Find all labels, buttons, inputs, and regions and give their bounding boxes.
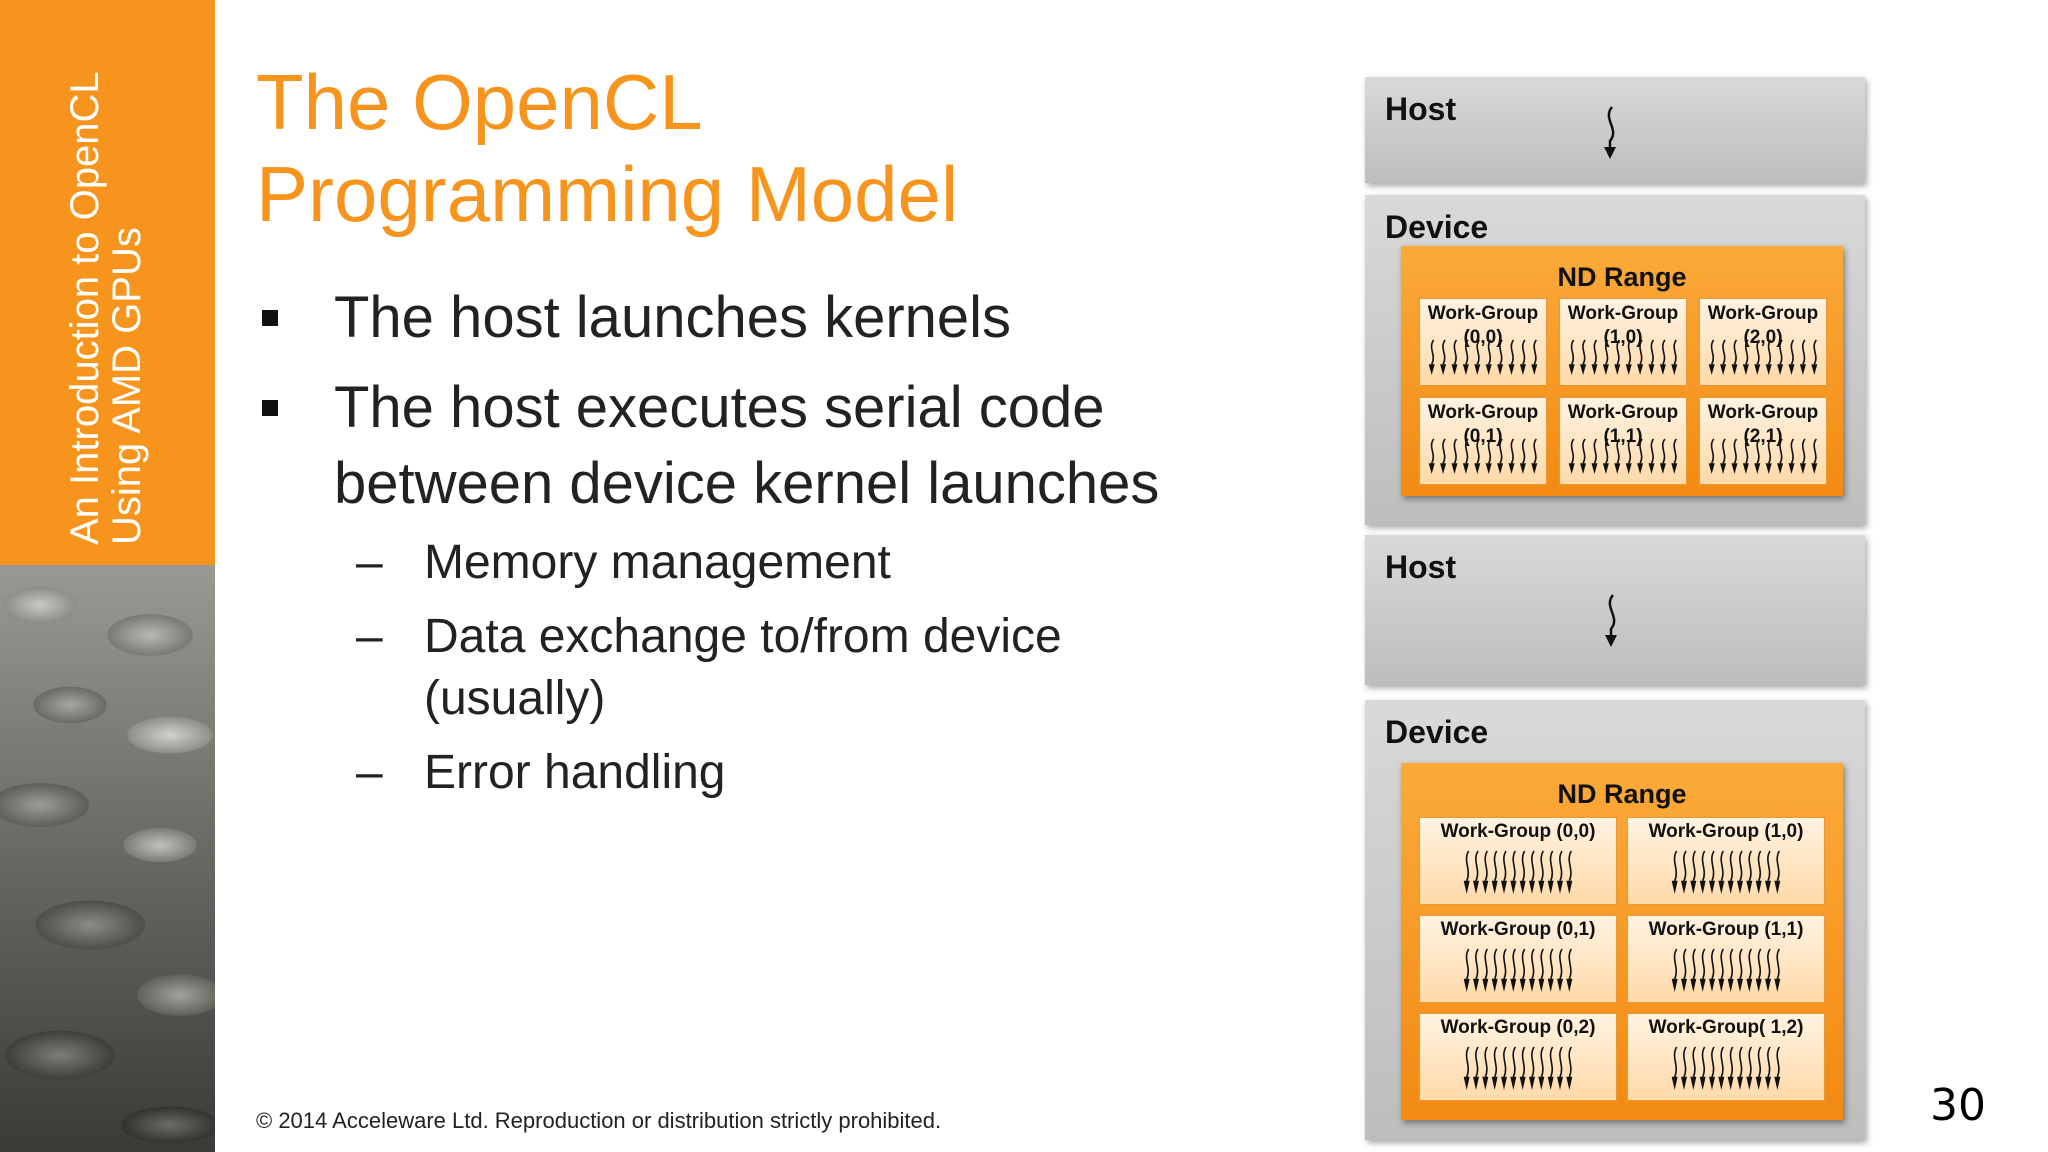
work-group-label: Work-Group (0,1) xyxy=(1440,919,1596,940)
device-label: Device xyxy=(1385,209,1489,245)
work-group-label: Work-Group (0,2) xyxy=(1440,1017,1596,1038)
host-label: Host xyxy=(1385,91,1457,127)
device-label: Device xyxy=(1385,714,1489,750)
work-group-label: Work-Group (0,0) xyxy=(1440,821,1596,842)
nd-range-label: ND Range xyxy=(1557,262,1687,292)
sidebar-title-line-2: Using AMD GPUs xyxy=(105,227,149,545)
host-panel-bottom: Host xyxy=(1365,535,1865,685)
serial-thread-arrow-icon xyxy=(1605,594,1617,647)
host-label: Host xyxy=(1385,549,1457,585)
sidebar: An Introduction to OpenCL Using AMD GPUs xyxy=(0,0,215,1152)
nd-range-bottom: ND Range Work-Group (0,0) Work-Group (1,0… xyxy=(1401,763,1843,1120)
bullet-square-icon xyxy=(262,310,278,326)
serial-thread-arrow-icon xyxy=(1604,106,1616,159)
dash-icon: – xyxy=(356,536,383,589)
work-group-label: Work-Group (1,0) xyxy=(1648,821,1804,842)
nd-range-top: ND Range Work-Group (0,0) Work-Group (1,0… xyxy=(1401,246,1843,496)
work-group-label: Work-Group (1,1) xyxy=(1567,402,1679,447)
threads-icon xyxy=(1428,339,1538,375)
sub-bullet-item: – Error handling xyxy=(356,742,1236,804)
sub-bullet-item: – Data exchange to/from device (usually) xyxy=(356,606,1236,730)
sidebar-photo-basalt-columns xyxy=(0,565,215,1152)
work-group-tile: Work-Group (0,1) xyxy=(1419,397,1547,485)
threads-icon xyxy=(1568,438,1678,474)
sub-bullet-list: – Memory management – Data exchange to/f… xyxy=(356,532,1236,804)
sub-bullet-text: Error handling xyxy=(424,746,726,799)
sidebar-course-title: An Introduction to OpenCL Using AMD GPUs xyxy=(0,0,215,565)
threads-icon xyxy=(1463,948,1573,992)
threads-icon xyxy=(1671,1046,1781,1090)
work-group-label: Work-Group( 1,2) xyxy=(1648,1017,1804,1038)
slide-title-line-2: Programming Model xyxy=(256,150,959,238)
threads-icon xyxy=(1428,438,1538,474)
threads-icon xyxy=(1708,339,1818,375)
dash-icon: – xyxy=(356,610,383,663)
work-group-tile: Work-Group (1,0) xyxy=(1559,298,1687,386)
work-group-tile: Work-Group (1,1) xyxy=(1559,397,1687,485)
threads-icon xyxy=(1708,438,1818,474)
bullet-square-icon xyxy=(262,400,278,416)
host-panel-top: Host xyxy=(1365,77,1865,183)
device-panel-top: Device ND Range Work-Group (0,0) Work-Gro… xyxy=(1365,195,1865,525)
sidebar-title-line-1: An Introduction to OpenCL xyxy=(63,71,107,545)
threads-icon xyxy=(1671,948,1781,992)
work-group-tile: Work-Group (2,1) xyxy=(1699,397,1827,485)
work-group-label: Work-Group (0,1) xyxy=(1427,402,1539,447)
work-group-label: Work-Group (2,1) xyxy=(1707,402,1819,447)
work-group-label: Work-Group (1,0) xyxy=(1567,303,1679,348)
work-group-label: Work-Group (0,0) xyxy=(1427,303,1539,348)
nd-range-label: ND Range xyxy=(1557,779,1687,809)
threads-icon xyxy=(1463,1046,1573,1090)
sub-bullet-text: Data exchange to/from device (usually) xyxy=(424,610,1062,725)
bullet-text: The host executes serial code between de… xyxy=(334,375,1160,516)
threads-icon xyxy=(1463,850,1573,894)
work-group-tile: Work-Group (0,0) xyxy=(1419,817,1617,905)
work-group-tile: Work-Group (0,2) xyxy=(1419,1013,1617,1101)
copyright-footer: © 2014 Acceleware Ltd. Reproduction or d… xyxy=(256,1108,942,1133)
dash-icon: – xyxy=(356,746,383,799)
slide-title-line-1: The OpenCL xyxy=(256,58,703,146)
sub-bullet-text: Memory management xyxy=(424,536,891,589)
sub-bullet-item: – Memory management xyxy=(356,532,1236,594)
slide-title: The OpenCL Programming Model xyxy=(256,56,1256,240)
bullet-list: The host launches kernels The host execu… xyxy=(256,280,1256,816)
work-group-label: Work-Group (2,0) xyxy=(1707,303,1819,348)
work-group-tile: Work-Group (1,1) xyxy=(1627,915,1825,1003)
bullet-text: The host launches kernels xyxy=(334,285,1012,350)
threads-icon xyxy=(1568,339,1678,375)
sidebar-band xyxy=(0,0,215,565)
bullet-item: The host launches kernels xyxy=(256,280,1256,356)
work-group-tile: Work-Group( 1,2) xyxy=(1627,1013,1825,1101)
work-group-tile: Work-Group (2,0) xyxy=(1699,298,1827,386)
work-group-tile: Work-Group (1,0) xyxy=(1627,817,1825,905)
work-group-label: Work-Group (1,1) xyxy=(1648,919,1804,940)
device-panel-bottom: Device ND Range Work-Group (0,0) Work-Gro… xyxy=(1365,700,1865,1140)
work-group-tile: Work-Group (0,0) xyxy=(1419,298,1547,386)
bullet-item: The host executes serial code between de… xyxy=(256,370,1256,522)
work-group-tile: Work-Group (0,1) xyxy=(1419,915,1617,1003)
threads-icon xyxy=(1671,850,1781,894)
page-number: 30 xyxy=(1930,1080,1986,1131)
